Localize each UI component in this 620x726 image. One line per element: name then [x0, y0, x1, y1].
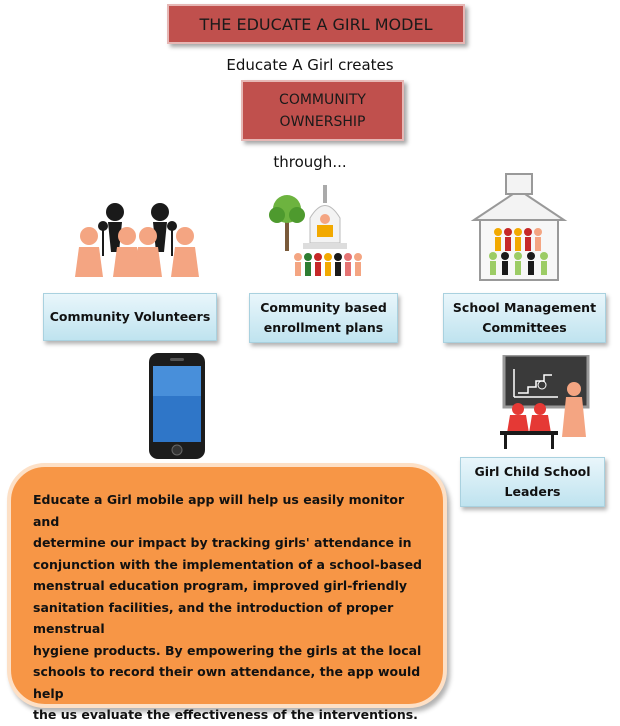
description-line: conjunction with the implementation of a… [33, 556, 422, 572]
classroom-icon [500, 355, 590, 449]
enrollment-icon [269, 185, 362, 276]
description-line: sanitation facilities, and the introduct… [33, 599, 394, 637]
school-management-label: School Management Committees [443, 293, 606, 343]
description-line: Educate a Girl mobile app will help us e… [33, 492, 405, 529]
description-line: menstrual education program, improved gi… [33, 578, 408, 593]
ownership-line-2: OWNERSHIP [279, 113, 366, 130]
title-box: THE EDUCATE A GIRL MODEL [167, 4, 465, 44]
ownership-line-1: COMMUNITY [279, 91, 366, 108]
description-line: determine our impact by tracking girls' … [33, 535, 412, 550]
community-enrollment-label: Community based enrollment plans [249, 293, 398, 343]
volunteers-icon [75, 203, 199, 277]
school-committee-icon [470, 173, 568, 281]
creates-text: Educate A Girl creates [226, 56, 394, 74]
description-line: hygiene products. By empowering the girl… [33, 642, 422, 658]
mobile-phone-icon [149, 353, 205, 459]
through-text: through... [273, 153, 347, 171]
description-line: schools to record their own attendance, … [33, 664, 421, 701]
community-volunteers-label: Community Volunteers [43, 293, 217, 341]
description-line: the us evaluate the effectiveness of the… [33, 707, 418, 722]
app-description-box: Educate a Girl mobile app will help us e… [7, 463, 447, 722]
girl-leaders-label: Girl Child School Leaders [460, 457, 605, 507]
page-title: THE EDUCATE A GIRL MODEL [199, 14, 433, 34]
ownership-box: COMMUNITY OWNERSHIP [241, 80, 404, 141]
